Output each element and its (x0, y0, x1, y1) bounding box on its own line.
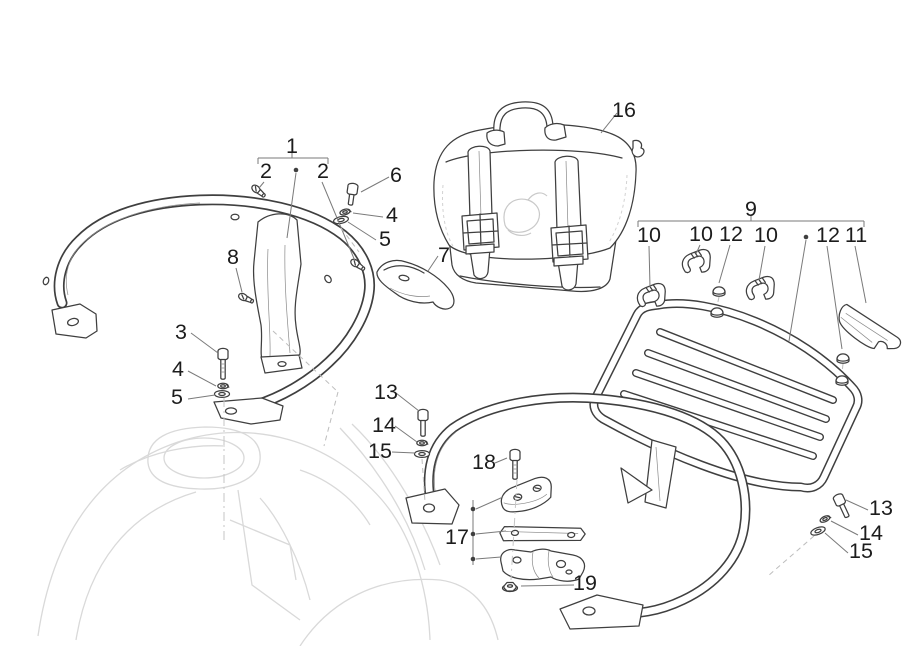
callout-2-right: 2 (317, 159, 329, 183)
callout-16: 16 (612, 98, 636, 122)
rear-rack-rear-foot (213, 397, 284, 425)
rim-cap (835, 375, 849, 386)
callout-labels: 1 2 2 6 4 5 8 3 4 5 7 16 9 10 10 12 10 1… (171, 98, 893, 595)
bolt-3 (217, 347, 229, 380)
callout-9: 9 (745, 197, 757, 221)
hardware-parts (213, 182, 902, 593)
callout-7: 7 (438, 243, 450, 267)
callout-3: 3 (175, 320, 187, 344)
rear-rack (42, 194, 376, 425)
cap-12-a (712, 286, 726, 297)
callout-14-mid: 14 (372, 413, 396, 437)
grip-11 (838, 303, 902, 350)
bolt-18 (509, 448, 521, 480)
bolt-13-right (832, 493, 850, 519)
bolt-13-mid (417, 408, 429, 437)
bag-strap-right (554, 155, 582, 232)
washer-15-right (809, 524, 827, 538)
bag-logo (503, 192, 548, 236)
callout-5-top: 5 (379, 227, 391, 251)
callout-2-left: 2 (260, 159, 272, 183)
rim-cap (710, 307, 724, 318)
lock-washer-4-left (217, 382, 230, 390)
callout-4-left: 4 (172, 357, 184, 381)
callout-15-right: 15 (849, 539, 873, 563)
callout-12-b: 12 (816, 223, 840, 247)
washer-5-top (332, 214, 350, 226)
callout-13-mid: 13 (374, 380, 398, 404)
clip-10-c (743, 274, 778, 304)
callout-14-right: 14 (859, 521, 883, 545)
callout-6: 6 (390, 163, 402, 187)
loop-rack (405, 392, 751, 630)
rear-rack-bracket (252, 213, 302, 369)
loop-rack-right-foot (559, 594, 644, 630)
callout-15-mid: 15 (368, 439, 392, 463)
bag (433, 101, 645, 293)
callout-8: 8 (227, 245, 239, 269)
callout-18: 18 (472, 450, 496, 474)
trim-cover-part (376, 259, 455, 310)
washer-5-left (213, 389, 231, 399)
callout-10-b: 10 (689, 222, 713, 246)
callout-10-c: 10 (754, 223, 778, 247)
screw-8 (236, 291, 256, 306)
callout-10-a: 10 (637, 223, 661, 247)
lock-washer-14-right (818, 513, 833, 525)
leader-lines (187, 112, 869, 587)
callout-17: 17 (445, 525, 469, 549)
background-scooter-silhouette (37, 423, 499, 646)
callout-19: 19 (573, 571, 597, 595)
callout-5-left: 5 (171, 385, 183, 409)
callout-12-a: 12 (719, 222, 743, 246)
lock-washer-14-mid (416, 439, 429, 447)
plate-17-mid (499, 525, 586, 542)
platform-struts (620, 439, 677, 509)
cap-12-b (836, 353, 850, 364)
platform-rack (589, 299, 863, 493)
bolt-6 (346, 182, 359, 206)
washer-15-mid (413, 449, 431, 459)
nut-19 (501, 581, 519, 593)
callout-11: 11 (845, 223, 867, 247)
bag-handle (493, 101, 554, 134)
callout-4-top: 4 (386, 203, 398, 227)
platform-slats (620, 328, 837, 460)
lock-washer-4-top (338, 207, 352, 217)
screw-2-left (249, 182, 268, 200)
callout-1: 1 (286, 134, 298, 158)
clamp-17-top (500, 476, 552, 513)
clamp-17-bottom (500, 548, 586, 582)
callout-13-right: 13 (869, 496, 893, 520)
